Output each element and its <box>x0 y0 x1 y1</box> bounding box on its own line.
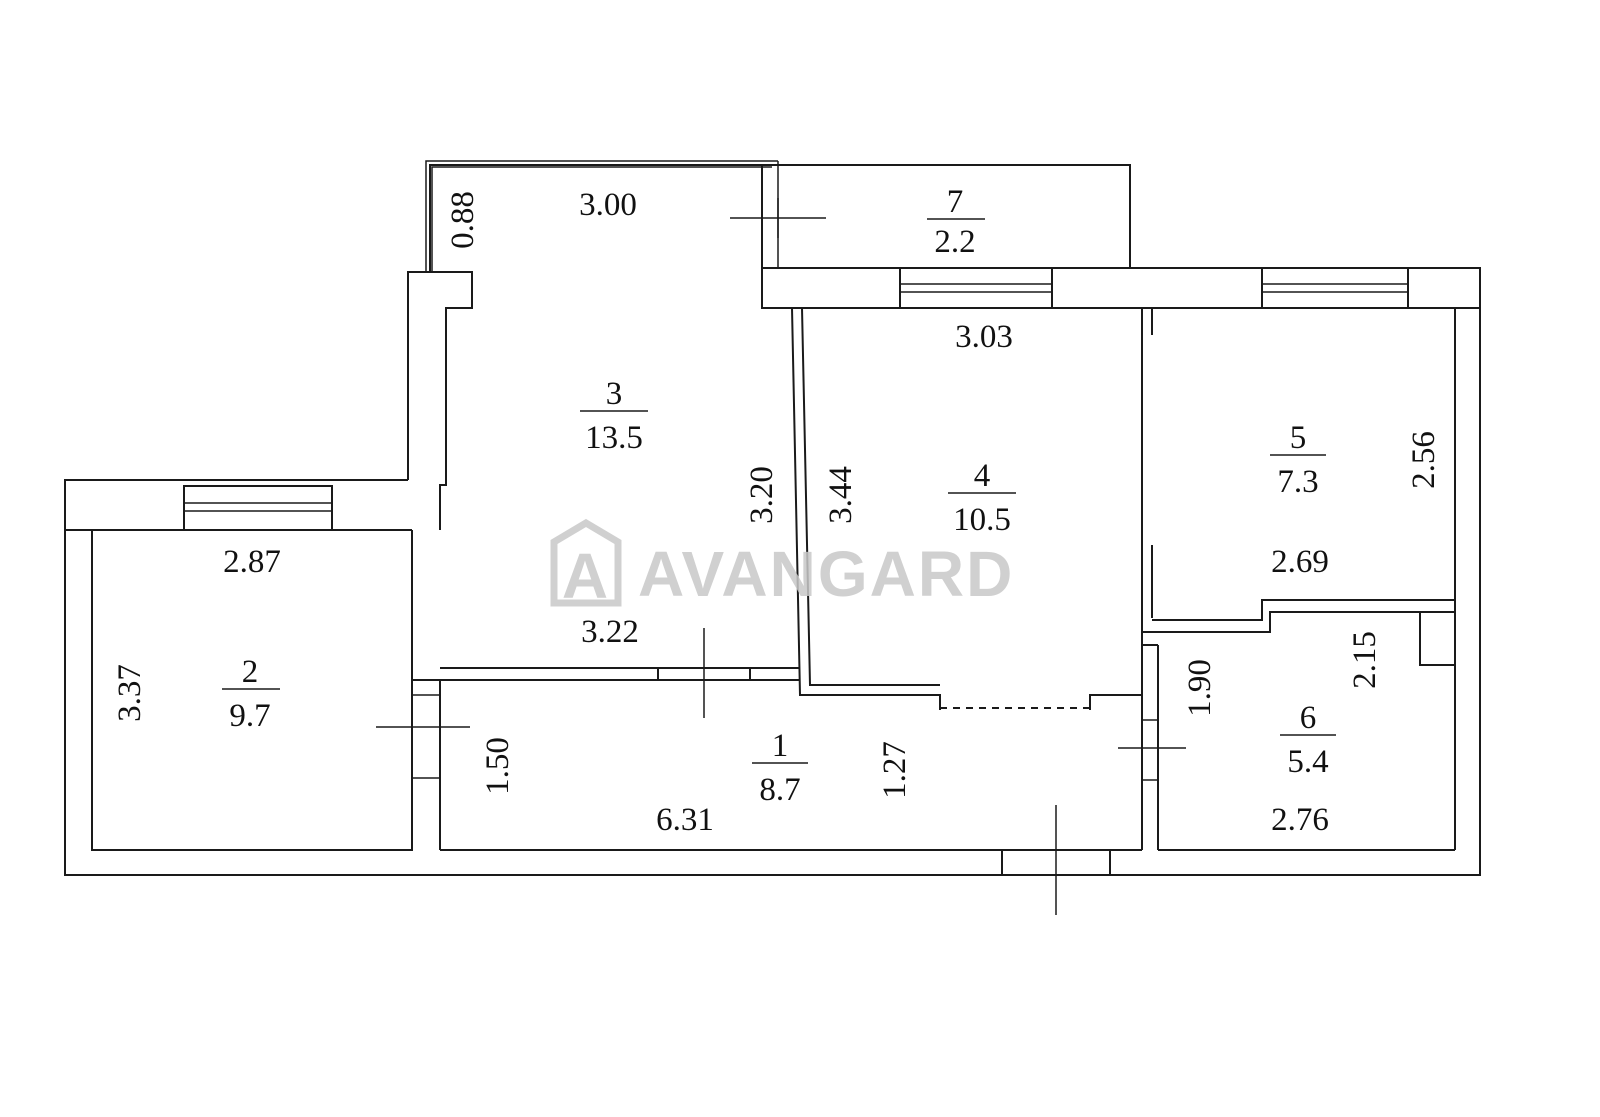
door-markers <box>376 198 1186 915</box>
room-area: 13.5 <box>585 420 643 456</box>
room-label-4: 4 10.5 <box>948 458 1016 538</box>
dimension-label: 3.22 <box>581 614 639 650</box>
dimension-label: 3.00 <box>579 187 637 223</box>
dimension-label: 3.20 <box>744 466 780 524</box>
room-number: 7 <box>947 184 964 220</box>
wall-3-4 <box>791 307 941 710</box>
room-number: 2 <box>242 654 259 690</box>
dimension-label: 2.87 <box>223 544 281 580</box>
room-label-3: 3 13.5 <box>580 376 648 456</box>
wall-4-5 <box>1089 308 1143 710</box>
dimension-label: 2.15 <box>1347 631 1383 689</box>
wall-3-4-inner <box>801 307 940 686</box>
dimension-label: 2.76 <box>1271 802 1329 838</box>
dimension-label: 3.03 <box>955 319 1013 355</box>
dimension-label: 3.44 <box>823 466 859 524</box>
dimension-label: 1.90 <box>1182 659 1218 717</box>
dimension-label: 6.31 <box>656 802 714 838</box>
room-area: 8.7 <box>759 772 800 808</box>
dimension-label: 3.37 <box>112 664 148 722</box>
room-area: 5.4 <box>1287 744 1328 780</box>
watermark: A AVANGARD <box>550 518 1014 612</box>
room-area: 7.3 <box>1277 464 1318 500</box>
room-label-2: 2 9.7 <box>222 654 280 734</box>
avangard-logo-icon <box>550 518 622 607</box>
wall-5-6-inner <box>1152 611 1455 666</box>
dimension-label: 1.27 <box>877 741 913 799</box>
room-label-7: 7 2.2 <box>927 184 985 260</box>
room-label-5: 5 7.3 <box>1270 420 1326 500</box>
window-room-5 <box>1261 267 1409 309</box>
room-number: 3 <box>606 376 623 412</box>
watermark-text: AVANGARD <box>638 538 1014 610</box>
window-room-4 <box>899 267 1053 309</box>
dimension-label: 2.56 <box>1406 431 1442 489</box>
wall-5-6 <box>1152 599 1455 621</box>
room-number: 4 <box>974 458 991 494</box>
room-number: 1 <box>772 728 789 764</box>
room-labels: 7 2.2 3 13.5 4 10.5 5 7.3 2 9.7 1 8.7 <box>222 184 1336 808</box>
room-area: 10.5 <box>953 502 1011 538</box>
room-label-1: 1 8.7 <box>752 728 808 808</box>
balcony-glazing <box>431 166 772 272</box>
dimension-label: 1.50 <box>480 737 516 795</box>
balcony-glazing <box>425 160 778 272</box>
dimension-label: 2.69 <box>1271 544 1329 580</box>
room-label-6: 6 5.4 <box>1280 700 1336 780</box>
walls <box>64 160 1481 876</box>
room-3-inner-left-wall <box>430 271 473 530</box>
room-number: 6 <box>1300 700 1317 736</box>
room-number: 5 <box>1290 420 1307 456</box>
dimension-labels: 3.00 0.88 3.03 3.20 3.44 2.56 2.87 2.69 … <box>112 187 1442 838</box>
dimension-label: 0.88 <box>445 191 481 249</box>
room-area: 2.2 <box>934 224 975 260</box>
room-area: 9.7 <box>229 698 270 734</box>
window-room-2 <box>183 485 333 531</box>
watermark-logo-letter: A <box>562 540 610 612</box>
